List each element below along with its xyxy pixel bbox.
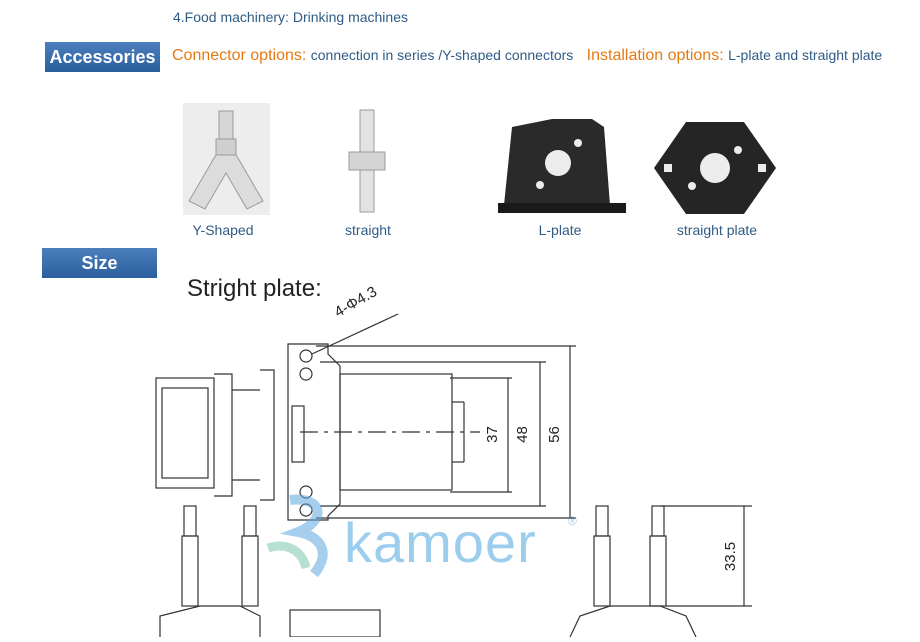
size-badge: Size [42, 248, 157, 278]
y-connector-icon [188, 110, 264, 210]
straight-plate-image [650, 118, 780, 218]
options-line: Connector options: connection in series … [172, 47, 882, 65]
y-connector-caption: Y-Shaped [192, 222, 254, 238]
connector-options-title: Connector options: [172, 47, 307, 64]
application-line: 4.Food machinery: Drinking machines [173, 9, 408, 25]
kamoer-swoosh-icon [266, 494, 328, 578]
accessories-badge: Accessories [45, 42, 160, 72]
kamoer-wordmark: kamoer [344, 511, 537, 574]
l-plate-image [492, 115, 632, 217]
l-plate-caption: L-plate [538, 222, 582, 238]
l-plate-icon [498, 119, 626, 213]
dimension-48: 48 [513, 426, 531, 443]
straight-plate-caption: straight plate [676, 222, 758, 238]
installation-options-text: L-plate and straight plate [728, 47, 883, 63]
dimension-37: 37 [483, 426, 501, 443]
pump-technical-drawing [140, 270, 780, 638]
installation-options-title: Installation options: [586, 47, 724, 64]
drawing-title: Stright plate: [187, 275, 322, 302]
dimension-56: 56 [545, 426, 563, 443]
dimension-33-5: 33.5 [722, 541, 740, 572]
connector-options-text: connection in series /Y-shaped connector… [310, 47, 574, 63]
kamoer-logo: kamoer ® [262, 492, 582, 582]
straight-plate-icon [654, 122, 776, 214]
y-connector-image [183, 103, 270, 215]
straight-connector-icon [348, 109, 386, 213]
straight-connector-caption: straight [345, 222, 391, 238]
registered-mark: ® [568, 514, 577, 528]
straight-connector-image [345, 108, 390, 216]
